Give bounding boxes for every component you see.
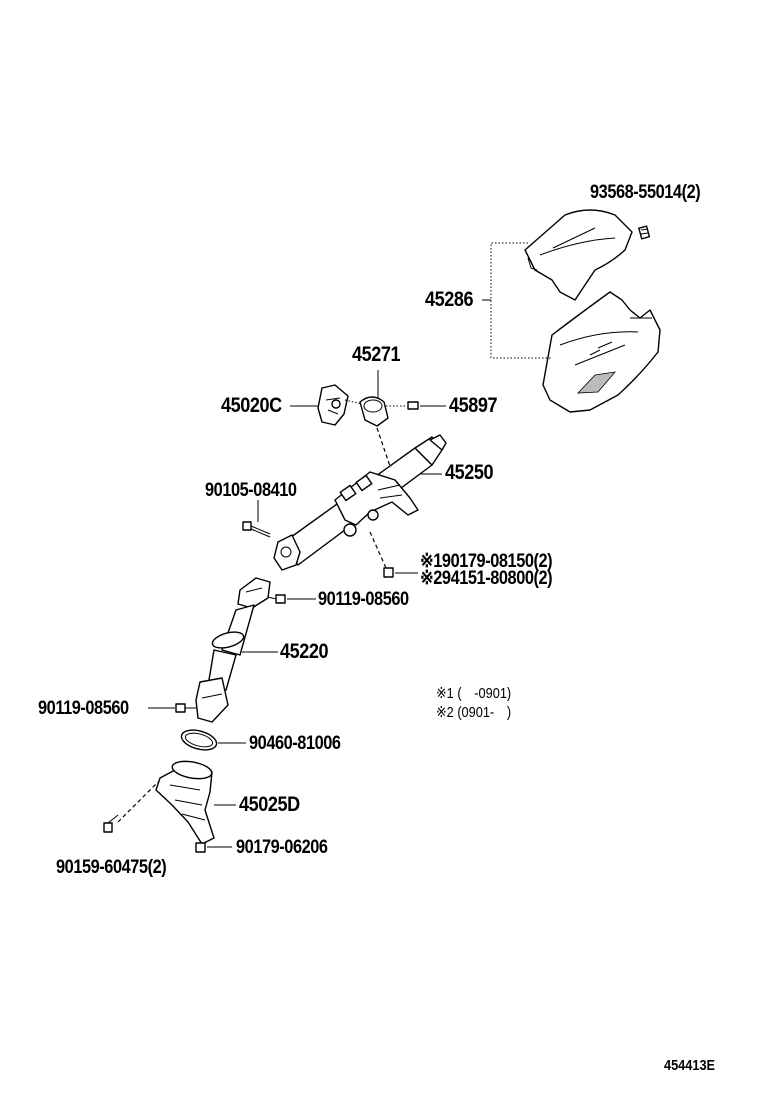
lower-column-cover — [542, 291, 661, 413]
label-94151: ※294151-80800(2) — [420, 568, 553, 589]
bracket-45020c — [290, 384, 363, 426]
label-90119-lower: 90119-08560 — [38, 698, 129, 719]
note-1: ※1 ( -0901) — [436, 685, 512, 702]
bolt-90159 — [103, 814, 119, 833]
cover-bracket-line — [482, 242, 552, 359]
pin-45897 — [386, 401, 446, 410]
label-90179-08150: ※190179-08150(2) — [420, 551, 553, 572]
upper-column-cover — [524, 209, 633, 301]
label-45250: 45250 — [445, 461, 494, 484]
note-2: ※2 (0901- ) — [436, 704, 512, 721]
label-90119-upper: 90119-08560 — [318, 589, 409, 610]
label-45020c: 45020C — [221, 394, 282, 417]
intermediate-shaft-45220 — [195, 577, 278, 723]
screw-93568 — [638, 225, 651, 240]
steering-column-45250 — [273, 434, 447, 571]
label-90460: 90460-81006 — [249, 733, 341, 754]
label-90159: 90159-60475(2) — [56, 857, 167, 878]
clip-90179-06206 — [195, 842, 232, 853]
label-90179-06206: 90179-06206 — [236, 837, 328, 858]
bolt-90119-lower — [148, 703, 196, 713]
boot-45025d — [117, 760, 236, 845]
nut-90179-08150 — [369, 531, 418, 578]
switch-link-line — [376, 427, 393, 473]
label-45897: 45897 — [449, 394, 498, 417]
bolt-90119-upper — [267, 594, 316, 604]
switch-45271 — [359, 370, 389, 427]
figure-code: 454413E — [664, 1057, 716, 1074]
label-45220: 45220 — [280, 640, 329, 663]
label-45025d: 45025D — [239, 793, 300, 816]
label-93568: 93568-55014(2) — [590, 182, 701, 203]
ring-90460 — [180, 729, 246, 751]
label-90105: 90105-08410 — [205, 480, 297, 501]
label-45271: 45271 — [352, 343, 401, 366]
label-45286: 45286 — [425, 288, 474, 311]
bolt-90105 — [242, 500, 271, 538]
